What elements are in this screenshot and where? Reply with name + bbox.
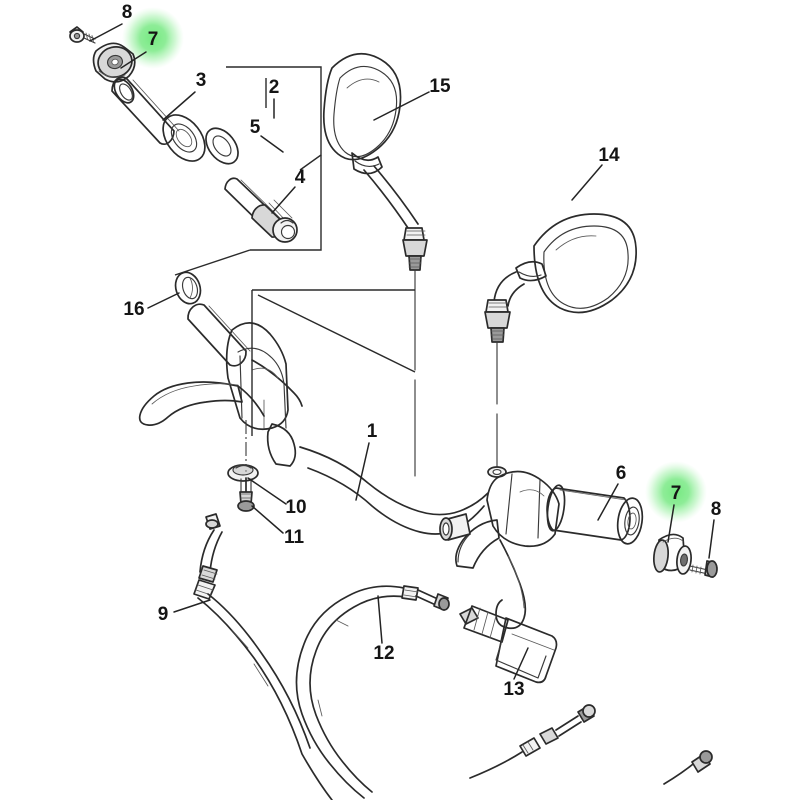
callout-7-left[interactable]: 7 (148, 29, 159, 50)
callout-13[interactable]: 13 (503, 679, 524, 700)
callout-9[interactable]: 9 (158, 604, 169, 625)
throttle-cable-part-12 (295, 585, 450, 799)
left-bar-end-assembly (69, 26, 136, 83)
leader-14 (571, 164, 603, 201)
leader-6 (597, 483, 619, 521)
leader-3 (162, 91, 196, 121)
callout-4[interactable]: 4 (295, 167, 306, 188)
mirror-left-part-15 (322, 52, 428, 477)
lower-cable-fittings (469, 704, 713, 785)
highlight-group (122, 7, 707, 523)
callout-15[interactable]: 15 (429, 76, 451, 97)
callout-7-right[interactable]: 7 (671, 483, 682, 504)
cable-clamp-part-10 (227, 420, 259, 493)
leader-16 (147, 292, 180, 309)
highlight-glow-7-left (122, 7, 184, 69)
right-control-assembly (439, 470, 560, 630)
leader-8-left (89, 23, 123, 42)
callout-2[interactable]: 2 (269, 77, 280, 98)
throttle-tube-part-4 (224, 177, 298, 243)
mirror-mount-eyelets (245, 466, 507, 478)
callout-14[interactable]: 14 (598, 145, 620, 166)
callout-5[interactable]: 5 (250, 117, 261, 138)
left-control-assembly (138, 322, 297, 467)
highlight-glow-7-right (645, 461, 707, 523)
callout-6[interactable]: 6 (616, 463, 627, 484)
left-hand-grip-part-3 (111, 76, 206, 162)
callout-10[interactable]: 10 (285, 497, 306, 518)
callout-3[interactable]: 3 (196, 70, 207, 91)
leader-7-left (120, 51, 147, 69)
grip-collar-part-5 (205, 127, 239, 165)
leader-13 (513, 647, 529, 680)
leader-11 (251, 505, 284, 534)
handlebar-part-1 (187, 303, 489, 535)
clutch-cable-part-9 (193, 513, 333, 800)
callout-16[interactable]: 16 (123, 299, 144, 320)
callout-12[interactable]: 12 (373, 643, 394, 664)
grouping-brackets (174, 66, 416, 436)
leader-7-right (667, 504, 675, 543)
leader-5 (260, 135, 284, 153)
callout-8-left[interactable]: 8 (122, 2, 133, 23)
leader-10 (247, 477, 287, 505)
mirror-right-part-14 (484, 213, 637, 471)
leader-4 (271, 186, 296, 214)
clamp-bolt-part-11 (237, 491, 255, 512)
leader-8-right (708, 519, 715, 559)
right-hand-grip-part-6 (546, 484, 644, 545)
callout-11[interactable]: 11 (284, 527, 305, 548)
leader-lines (89, 23, 715, 680)
rubber-boot-part-13 (459, 605, 558, 684)
leader-1 (355, 442, 370, 501)
leader-9 (173, 599, 211, 613)
right-bar-end-assembly (652, 533, 718, 578)
callout-8-right[interactable]: 8 (711, 499, 722, 520)
leader-12 (377, 595, 383, 644)
callout-numbers: 8 7 3 2 5 4 15 14 16 1 10 11 6 7 8 9 12 … (122, 2, 722, 700)
callout-1[interactable]: 1 (367, 421, 378, 442)
leader-15 (373, 91, 430, 121)
